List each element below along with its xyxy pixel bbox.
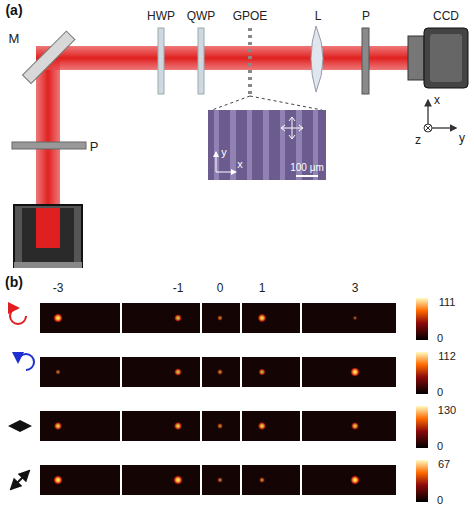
label: HWP — [147, 10, 175, 22]
intensity-panel — [242, 303, 300, 333]
diffraction-spot — [258, 422, 267, 431]
intensity-panel — [242, 357, 300, 387]
intensity-panel — [40, 465, 120, 495]
intensity-panel — [302, 411, 396, 441]
intensity-panel — [202, 411, 240, 441]
label: 0 — [437, 333, 443, 344]
label: 0 — [437, 441, 443, 452]
label: -3 — [53, 282, 64, 294]
intensity-panel — [302, 357, 396, 387]
intensity-panel — [302, 303, 396, 333]
diffraction-spot — [351, 422, 360, 431]
label: P — [90, 140, 99, 153]
label: 0 — [437, 387, 443, 398]
diffraction-spot — [53, 475, 63, 485]
label: CCD — [433, 10, 459, 22]
label: QWP — [187, 10, 216, 22]
intensity-panel — [242, 465, 300, 495]
intensity-panel — [40, 303, 120, 333]
label: x — [434, 94, 440, 106]
label: GPOE — [233, 10, 268, 22]
intensity-panel — [122, 357, 200, 387]
intensity-panel — [202, 303, 240, 333]
label: 130 — [438, 405, 456, 416]
label: 0 — [437, 495, 443, 506]
label: -1 — [173, 282, 184, 294]
diffraction-spot — [217, 369, 223, 375]
diffraction-spot — [217, 423, 223, 429]
diffraction-spot — [174, 422, 183, 431]
label: P — [362, 10, 370, 22]
diffraction-spot — [259, 477, 265, 483]
diffraction-spot — [217, 315, 223, 321]
label: 112 — [438, 351, 456, 362]
diffraction-spot — [173, 475, 183, 485]
diffraction-spot — [353, 316, 358, 321]
diffraction-spot — [258, 368, 266, 376]
label: x — [237, 159, 243, 170]
intensity-panel — [302, 465, 396, 495]
label: M — [9, 32, 20, 45]
label: 111 — [439, 297, 456, 308]
intensity-panel — [122, 465, 200, 495]
label: 3 — [352, 282, 359, 294]
diffraction-spot — [54, 422, 63, 431]
diffraction-spot — [174, 314, 182, 322]
diffraction-spot — [174, 368, 182, 376]
label: L — [315, 10, 322, 22]
intensity-panel — [242, 411, 300, 441]
label: 1 — [259, 282, 266, 294]
label: 0 — [217, 282, 224, 294]
diffraction-spot — [217, 477, 223, 483]
label: y — [459, 132, 465, 144]
label: y — [221, 147, 227, 158]
intensity-panel — [122, 411, 200, 441]
diffraction-spot — [53, 313, 63, 323]
label: (b) — [5, 275, 23, 289]
label: (a) — [5, 3, 22, 17]
intensity-panel — [202, 465, 240, 495]
intensity-panel — [122, 303, 200, 333]
intensity-panel — [40, 357, 120, 387]
diffraction-spot — [350, 367, 360, 377]
label: 67 — [438, 459, 450, 470]
diffraction-spot — [257, 313, 266, 322]
intensity-panel — [202, 357, 240, 387]
diffraction-spot — [55, 369, 61, 375]
label: 100 μm — [290, 163, 324, 173]
label: z — [415, 134, 421, 146]
diffraction-spot — [350, 475, 360, 485]
intensity-panel — [40, 411, 120, 441]
